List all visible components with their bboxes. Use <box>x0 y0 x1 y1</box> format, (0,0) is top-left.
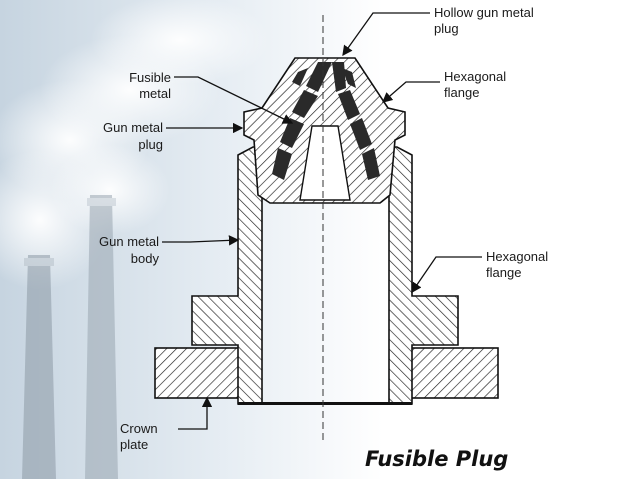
label-gun-metal-body-line2: body <box>131 251 160 266</box>
label-gun-metal-plug-line2: plug <box>138 137 163 152</box>
label-fusible-metal-line1: Fusible <box>129 70 171 85</box>
chimneys <box>22 195 118 479</box>
label-hollow-plug-line2: plug <box>434 21 459 36</box>
label-gun-metal-plug-line1: Gun metal <box>103 120 163 135</box>
label-crown-plate-line2: plate <box>120 437 148 452</box>
label-hex-flange-top-line2: flange <box>444 85 479 100</box>
label-hex-flange-right-line1: Hexagonal <box>486 249 548 264</box>
smoke-clouds <box>0 0 270 290</box>
label-hex-flange-right-line2: flange <box>486 265 521 280</box>
label-crown-plate-line1: Crown <box>120 421 158 436</box>
diagram-title: Fusible Plug <box>365 447 508 471</box>
body-bottom-edge <box>238 402 412 405</box>
label-hollow-plug-line1: Hollow gun metal <box>434 5 534 20</box>
label-hex-flange-top-line1: Hexagonal <box>444 69 506 84</box>
label-fusible-metal-line2: metal <box>139 86 171 101</box>
label-gun-metal-body-line1: Gun metal <box>99 234 159 249</box>
leader-lines <box>162 12 482 430</box>
gun-metal-body <box>191 146 459 405</box>
plug-cavity <box>299 125 351 201</box>
fusible-metal <box>272 62 380 180</box>
